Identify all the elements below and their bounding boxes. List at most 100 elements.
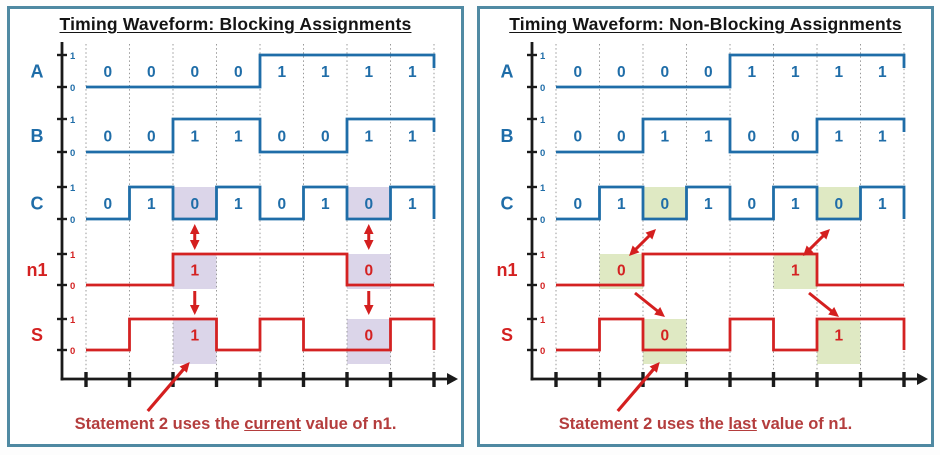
cell-value: 1 [190, 263, 199, 280]
level-tick-label: 0 [540, 148, 545, 159]
cell-value: 1 [364, 64, 373, 81]
annotation-nonblocking-suffix: value of n1. [756, 415, 853, 433]
cell-value: 0 [747, 196, 756, 213]
highlight-cell [173, 254, 217, 289]
cell-value: 0 [747, 129, 756, 146]
cell-value: 0 [573, 196, 582, 213]
waveform-A [86, 53, 436, 89]
arrowhead [179, 362, 190, 373]
arrowhead [819, 229, 830, 240]
cell-value: 1 [190, 328, 199, 345]
cell-value: 1 [791, 196, 800, 213]
level-tick-label: 1 [540, 250, 546, 261]
highlight-cell [817, 319, 861, 364]
cell-value: 1 [878, 196, 887, 213]
level-tick-label: 1 [540, 51, 546, 62]
cell-value: 1 [408, 64, 417, 81]
cell-value: 0 [364, 263, 373, 280]
panel-nonblocking-title-text: Timing Waveform: Non-Blocking Assignment… [509, 14, 902, 34]
level-tick-label: 0 [540, 83, 545, 94]
cell-value: 0 [103, 129, 112, 146]
signal-name-A: A [31, 62, 44, 82]
level-tick-label: 0 [70, 215, 75, 226]
cell-value: 1 [234, 129, 243, 146]
level-tick-label: 1 [70, 250, 76, 261]
cell-value: 1 [791, 64, 800, 81]
arrow-shaft [616, 367, 656, 413]
arrowhead [363, 240, 374, 250]
signal-name-n1: n1 [496, 260, 517, 280]
arrowhead [645, 229, 656, 240]
signal-name-B: B [501, 126, 514, 146]
arrow-shaft [146, 367, 186, 413]
cell-value: 1 [834, 64, 843, 81]
arrowhead [363, 305, 374, 315]
waveform-B [86, 117, 436, 154]
cell-value: 0 [147, 129, 156, 146]
cell-value: 0 [321, 129, 330, 146]
cell-value: 1 [321, 64, 330, 81]
level-tick-label: 0 [70, 83, 75, 94]
cell-value: 1 [834, 129, 843, 146]
cell-value: 0 [660, 196, 669, 213]
cell-value: 0 [660, 64, 669, 81]
cell-value: 1 [364, 129, 373, 146]
cell-value: 1 [408, 129, 417, 146]
cell-value: 0 [834, 196, 843, 213]
highlight-cell [347, 319, 391, 364]
signal-name-S: S [501, 325, 513, 345]
cell-value: 1 [321, 196, 330, 213]
level-tick-label: 1 [70, 51, 76, 62]
annotation-blocking: Statement 2 uses the current value of n1… [75, 414, 397, 435]
cell-value: 0 [617, 64, 626, 81]
panel-blocking-title: Timing Waveform: Blocking Assignments [60, 14, 412, 35]
cell-value: 0 [364, 328, 373, 345]
level-tick-label: 0 [540, 346, 545, 357]
annotation-blocking-prefix: Statement 2 uses the [74, 415, 245, 433]
level-tick-label: 0 [70, 346, 75, 357]
cell-value: 1 [234, 196, 243, 213]
arrowhead [189, 305, 200, 315]
cell-value: 0 [573, 129, 582, 146]
cell-value: 0 [573, 64, 582, 81]
panel-nonblocking: Timing Waveform: Non-Blocking Assignment… [477, 6, 934, 447]
highlight-cell [643, 319, 687, 364]
cell-value: 0 [660, 328, 669, 345]
cell-value: 0 [704, 64, 713, 81]
cell-value: 0 [147, 64, 156, 81]
level-tick-label: 1 [540, 183, 546, 194]
cell-value: 1 [878, 129, 887, 146]
cell-value: 1 [704, 129, 713, 146]
highlight-cell [347, 187, 391, 219]
waveform-n1 [556, 252, 904, 287]
level-tick-label: 0 [540, 281, 545, 292]
waveform-C [86, 185, 436, 221]
panel-blocking: Timing Waveform: Blocking Assignments A 1… [7, 6, 464, 447]
cell-value: 1 [277, 64, 286, 81]
arrowhead [649, 362, 660, 373]
arrowhead [828, 307, 839, 317]
annotation-blocking-emphasis: current [244, 415, 302, 433]
waveform-C [556, 185, 906, 221]
panel-blocking-title-text: Timing Waveform: Blocking Assignments [59, 14, 412, 34]
cell-value: 1 [704, 196, 713, 213]
level-tick-label: 1 [540, 315, 546, 326]
cell-value: 0 [364, 196, 373, 213]
signal-name-C: C [31, 194, 44, 214]
signal-name-S: S [31, 325, 43, 345]
annotation-nonblocking-prefix: Statement 2 uses the [558, 415, 729, 433]
signal-name-n1: n1 [26, 260, 47, 280]
arrowhead [629, 245, 640, 256]
cell-value: 1 [617, 196, 626, 213]
cell-value: 1 [190, 129, 199, 146]
cell-value: 0 [617, 129, 626, 146]
